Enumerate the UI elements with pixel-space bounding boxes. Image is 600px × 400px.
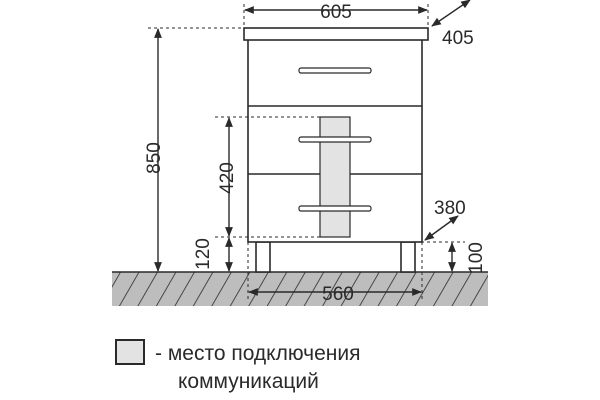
legend-line-2: коммуникаций bbox=[178, 370, 319, 393]
legend-swatch bbox=[115, 339, 145, 365]
drawer-handle-bottom bbox=[298, 205, 372, 212]
dim-label-depth-leg: 380 bbox=[434, 198, 466, 219]
drawer-handle-middle bbox=[298, 136, 372, 143]
dim-label-width-top: 605 bbox=[320, 2, 352, 23]
dim-label-depth-top: 405 bbox=[442, 28, 474, 49]
dim-line-depth-top bbox=[431, 0, 471, 27]
dim-label-leg-height: 100 bbox=[466, 242, 487, 274]
dim-label-height-total: 850 bbox=[144, 142, 165, 174]
drawer-handle-top bbox=[298, 67, 372, 74]
dim-label-width-base: 560 bbox=[322, 284, 354, 305]
dim-line-depth-leg bbox=[424, 215, 459, 241]
countertop bbox=[243, 27, 429, 41]
floor-hatch bbox=[112, 272, 488, 306]
dim-label-zone-height: 420 bbox=[217, 162, 238, 194]
legend-line-1: - место подключения bbox=[155, 342, 360, 365]
cabinet-leg-left bbox=[255, 241, 271, 273]
cabinet-leg-right bbox=[400, 241, 416, 273]
communications-zone bbox=[319, 116, 351, 238]
dim-label-zone-bottom: 120 bbox=[193, 238, 214, 270]
